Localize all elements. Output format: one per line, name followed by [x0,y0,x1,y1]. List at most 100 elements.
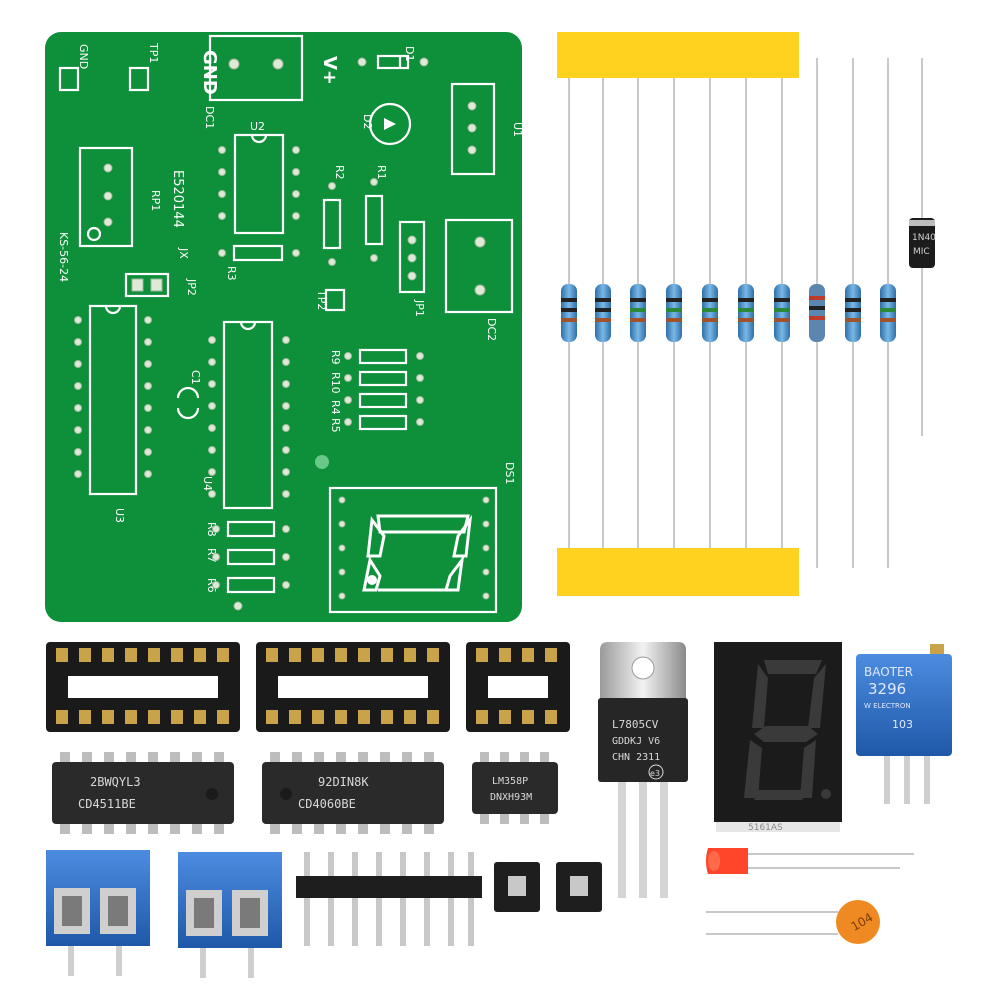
regulator-badge: e3 [650,769,660,778]
r1-outline [364,194,384,246]
dc1-outline [208,34,304,102]
u2-pads [218,146,300,220]
ds1-outline [328,486,498,614]
pcb-label-jp2: JP2 [185,278,198,296]
u4-outline [222,320,274,510]
pcb-label-r3: R3 [225,266,238,281]
resistor-1 [561,284,577,342]
r2-pad-a [328,182,336,190]
pcb-label-ds1: DS1 [503,462,516,484]
r-bank-upper [344,348,424,431]
r-bank-lower [212,520,290,594]
regulator-l7805cv: L7805CV GDDKJ V6 CHN 2311 e3 [598,642,688,898]
r3-pad-b [292,249,300,257]
ic1-line2: CD4511BE [78,797,136,811]
pcb-label-d1: D1 [403,46,416,61]
resistor-8 [809,284,825,342]
pcb-label-r5: R5 [329,418,342,433]
pcb-mount-hole [315,455,329,469]
rp1-pad-1 [103,163,113,173]
resistor-10 [880,284,896,342]
ic1-line1: 2BWQYL3 [90,775,141,789]
u1-pad-3 [467,145,477,155]
d1-pad-b [419,57,429,67]
display-dp [821,789,831,799]
ds1-segment-outline [362,514,473,592]
c1-outline-top [176,386,200,399]
regulator-line1: L7805CV [612,718,659,731]
jp1-pad-2 [407,253,417,263]
seven-segment-display: 5161AS [714,642,842,833]
tp2-pad [324,288,346,312]
ceramic-capacitor: 104 [706,900,880,944]
resistor-7 [774,284,790,342]
jumper-cap-2 [556,862,602,912]
pcb-label-u4: U4 [201,476,214,491]
u3-notch [104,305,122,315]
pcb-substrate [45,32,522,622]
pcb-via [233,601,243,611]
pcb-label-gnd-pad: GND [77,44,90,69]
pcb-label-u1: U1 [511,122,524,137]
resistor-6 [738,284,754,342]
r3-outline [232,244,284,262]
d1-pad-a [357,57,367,67]
pcb-board: GND TP1 GND DC1 V+ D1 D2 U1 RP1 E520144 [45,32,524,622]
trimmer-screw-icon [930,644,944,656]
jp2-outline [124,272,170,298]
tape-bottom [557,548,799,596]
pcb-label-rp1: RP1 [149,190,162,211]
pcb-label-r1: R1 [375,165,388,180]
rp1-adjust-icon [86,226,102,242]
regulator-line3: CHN 2311 [612,752,660,763]
dc2-pad-1 [474,236,486,248]
ic-lm358p: LM358P DNXH93M [472,752,558,824]
trimmer-value: 103 [892,718,913,731]
diode-1n4007: 1N40 MIC [909,218,936,268]
resistor-bodies [561,284,896,342]
u2-notch [250,134,268,144]
pcb-label-dc2: DC2 [485,318,498,341]
dc2-pad-2 [474,284,486,296]
pcb-label-tp2: TP2 [315,289,328,310]
pcb-label-c1: C1 [189,370,202,385]
diode-label-2: MIC [913,247,930,257]
resistor-3 [630,284,646,342]
led-red [706,848,914,874]
u3-pads [74,316,152,478]
tp1-pad [128,66,150,92]
pin-header-8 [296,852,482,946]
gnd-pad [58,66,80,92]
d2-symbol [384,118,396,130]
pcb-label-r2: R2 [333,165,346,180]
ic-cd4511be: 2BWQYL3 CD4511BE [52,752,234,834]
ic-socket-8pin [466,642,570,732]
pcb-label-r10: R10 [329,372,342,394]
jumper-cap-1 [494,862,540,912]
regulator-e3-badge-icon [648,764,664,780]
jp2-pad-1 [131,278,144,292]
pcb-label-tp1: TP1 [147,42,160,63]
pcb-label-ks: KS-56-24 [57,232,70,282]
dc1-pad-2 [272,58,284,70]
u4-notch [239,321,257,331]
trimmer-potentiometer: BAOTER 3296 W ELECTRON 103 [856,644,952,804]
resistor-9 [845,284,861,342]
d1-outline [376,54,410,70]
dc2-outline [444,218,514,314]
pcb-label-u3: U3 [113,508,126,523]
d2-outline [368,102,412,146]
resistor-4 [666,284,682,342]
pcb-label-cert: E520144 [170,170,185,228]
terminal-block-1 [46,850,150,976]
r2-pad-b [328,258,336,266]
resistor-5 [702,284,718,342]
dc1-pad-1 [228,58,240,70]
pcb-label-jx: JX [177,247,190,259]
diode-label-1: 1N40 [912,233,936,243]
c1-outline-bottom [176,407,200,420]
ic2-line2: CD4060BE [298,797,356,811]
tape-top [557,32,799,78]
ic-socket-16pin-a [46,642,240,732]
